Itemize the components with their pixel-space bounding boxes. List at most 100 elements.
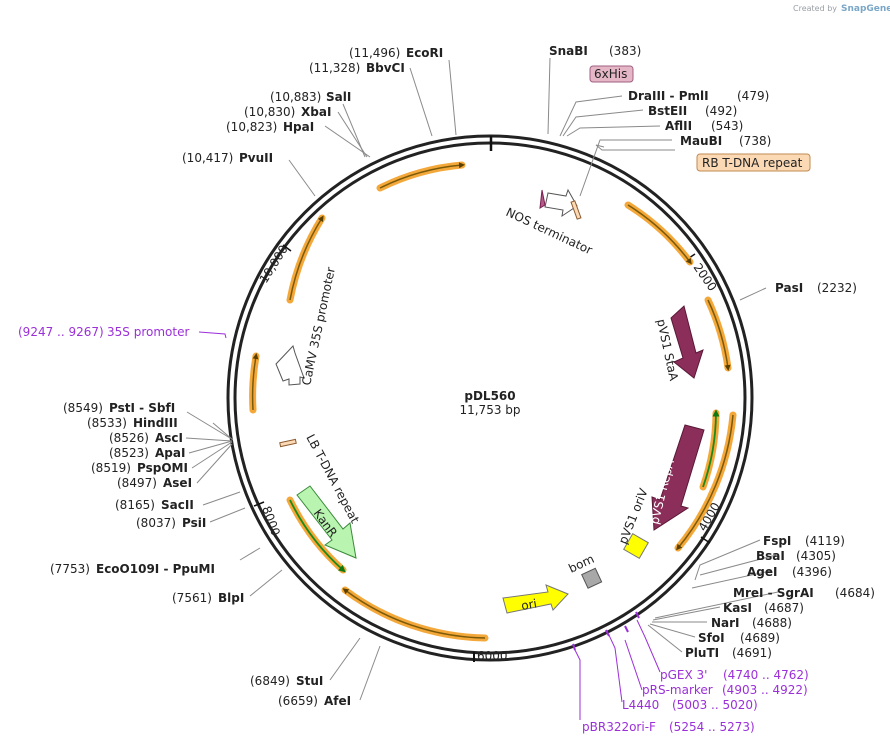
ori-label: ori bbox=[520, 596, 538, 612]
primer-pbr322-range: (5254 .. 5273) bbox=[669, 720, 755, 734]
primer-prs-name[interactable]: pRS-marker bbox=[642, 683, 713, 697]
site-name-psti-sbfi[interactable]: PstI - SbfI bbox=[109, 401, 175, 415]
site-name-draiii-pmli[interactable]: DraIII - PmlI bbox=[628, 89, 709, 103]
site-name-bsai[interactable]: BsaI bbox=[756, 549, 785, 563]
site-pos-bbvci: (11,328) bbox=[309, 61, 360, 75]
site-name-psii[interactable]: PsiI bbox=[182, 516, 206, 530]
site-pos-asci: (8526) bbox=[109, 431, 149, 445]
site-name-hindiii[interactable]: HindIII bbox=[133, 416, 178, 430]
site-pos-asei: (8497) bbox=[117, 476, 157, 490]
site-name-bsteii[interactable]: BstEII bbox=[648, 104, 687, 118]
site-name-agei[interactable]: AgeI bbox=[747, 565, 777, 579]
site-name-afei[interactable]: AfeI bbox=[324, 694, 351, 708]
site-name-mrei-sgrai[interactable]: MreI - SgrAI bbox=[733, 586, 814, 600]
primer-pgex-range: (4740 .. 4762) bbox=[723, 668, 809, 682]
primer-ticks bbox=[572, 611, 640, 651]
site-name-asei[interactable]: AseI bbox=[163, 476, 192, 490]
bom-box[interactable] bbox=[581, 567, 603, 589]
plasmid-name: pDL560 bbox=[464, 389, 515, 403]
site-leaders bbox=[185, 57, 779, 701]
site-name-asci[interactable]: AscI bbox=[155, 431, 183, 445]
site-name-pasi[interactable]: PasI bbox=[775, 281, 803, 295]
site-name-snabi[interactable]: SnaBI bbox=[549, 44, 588, 58]
site-name-ecori[interactable]: EcoRI bbox=[406, 46, 443, 60]
site-pos-sali: (10,883) bbox=[270, 90, 321, 104]
site-pos-snabi: (383) bbox=[609, 44, 641, 58]
rb-repeat-label: RB T-DNA repeat bbox=[702, 156, 803, 170]
site-pos-ecori: (11,496) bbox=[349, 46, 400, 60]
primer-l4440-name[interactable]: L4440 bbox=[622, 698, 659, 712]
primer-l4440-range: (5003 .. 5020) bbox=[672, 698, 758, 712]
rb-repeat-box[interactable] bbox=[570, 200, 582, 220]
site-name-bbvci[interactable]: BbvCI bbox=[366, 61, 405, 75]
site-name-sali[interactable]: SalI bbox=[326, 90, 351, 104]
lb-repeat-box[interactable] bbox=[279, 438, 297, 448]
site-pos-stui: (6849) bbox=[250, 674, 290, 688]
credit-prefix: Created by bbox=[793, 4, 837, 13]
camv-promoter-arrow[interactable] bbox=[275, 345, 305, 386]
site-pos-psii: (8037) bbox=[136, 516, 176, 530]
site-name-pvuii[interactable]: PvuII bbox=[239, 151, 273, 165]
tick-8000: 8000 bbox=[259, 504, 283, 537]
site-pos-afei: (6659) bbox=[278, 694, 318, 708]
site-name-ecoo109i-ppumi[interactable]: EcoO109I - PpuMI bbox=[96, 562, 215, 576]
staa-arrow[interactable] bbox=[670, 305, 704, 379]
site-name-aflii[interactable]: AflII bbox=[665, 119, 692, 133]
site-name-kasi[interactable]: KasI bbox=[723, 601, 752, 615]
site-pos-blpi: (7561) bbox=[172, 591, 212, 605]
site-pos-ecoo109i-ppumi: (7753) bbox=[50, 562, 90, 576]
site-pos-nari: (4688) bbox=[752, 616, 792, 630]
site-pos-xbai: (10,830) bbox=[244, 105, 295, 119]
primer-pgex-name[interactable]: pGEX 3' bbox=[660, 668, 707, 682]
site-name-apai[interactable]: ApaI bbox=[155, 446, 185, 460]
primer-leaders bbox=[198, 331, 661, 720]
site-pos-pvuii: (10,417) bbox=[182, 151, 233, 165]
site-pos-sfoi: (4689) bbox=[740, 631, 780, 645]
camv-promoter-label: CaMV 35S promoter bbox=[299, 266, 338, 387]
site-pos-hpai: (10,823) bbox=[226, 120, 277, 134]
site-name-sacii[interactable]: SacII bbox=[161, 498, 194, 512]
site-pos-aflii: (543) bbox=[711, 119, 743, 133]
tick-6000: 6000 bbox=[477, 649, 508, 663]
site-name-maubi[interactable]: MauBI bbox=[680, 134, 722, 148]
site-pos-psti-sbfi: (8549) bbox=[63, 401, 103, 415]
repa-arrow[interactable] bbox=[651, 424, 705, 531]
site-name-blpi[interactable]: BlpI bbox=[218, 591, 244, 605]
his6-marker[interactable] bbox=[539, 189, 546, 209]
site-pos-bsai: (4305) bbox=[796, 549, 836, 563]
nos-terminator-arrow[interactable] bbox=[544, 188, 578, 218]
nos-terminator-label: NOS terminator bbox=[504, 205, 595, 257]
site-pos-pspomi: (8519) bbox=[91, 461, 131, 475]
site-pos-draiii-pmli: (479) bbox=[737, 89, 769, 103]
site-name-hpai[interactable]: HpaI bbox=[283, 120, 314, 134]
oriv-box[interactable] bbox=[623, 533, 649, 559]
kanr-arrow[interactable] bbox=[296, 485, 357, 559]
plasmid-size: 11,753 bp bbox=[459, 403, 520, 417]
site-name-nari[interactable]: NarI bbox=[711, 616, 740, 630]
site-name-pspomi[interactable]: PspOMI bbox=[137, 461, 188, 475]
site-pos-pluti: (4691) bbox=[732, 646, 772, 660]
primer-35s-name[interactable]: 35S promoter bbox=[107, 325, 189, 339]
his6-box[interactable] bbox=[589, 65, 634, 83]
site-name-xbai[interactable]: XbaI bbox=[301, 105, 331, 119]
primer-pbr322-name[interactable]: pBR322ori-F bbox=[582, 720, 656, 734]
site-pos-hindiii: (8533) bbox=[87, 416, 127, 430]
tick-10000: 10,000 bbox=[257, 243, 291, 286]
ori-arrow[interactable] bbox=[502, 584, 569, 614]
site-name-stui[interactable]: StuI bbox=[296, 674, 323, 688]
credit-brand: SnapGene bbox=[841, 4, 890, 14]
site-pos-agei: (4396) bbox=[792, 565, 832, 579]
primer-35s-range: (9247 .. 9267) bbox=[18, 325, 104, 339]
site-pos-maubi: (738) bbox=[739, 134, 771, 148]
site-pos-pasi: (2232) bbox=[817, 281, 857, 295]
site-pos-mrei-sgrai: (4684) bbox=[835, 586, 875, 600]
site-name-pluti[interactable]: PluTI bbox=[685, 646, 719, 660]
site-name-sfoi[interactable]: SfoI bbox=[698, 631, 725, 645]
site-pos-fspi: (4119) bbox=[805, 534, 845, 548]
site-pos-kasi: (4687) bbox=[764, 601, 804, 615]
site-pos-sacii: (8165) bbox=[115, 498, 155, 512]
orf-arcs bbox=[249, 161, 737, 642]
site-name-fspi[interactable]: FspI bbox=[763, 534, 791, 548]
rb-repeat-tag[interactable] bbox=[696, 153, 811, 172]
